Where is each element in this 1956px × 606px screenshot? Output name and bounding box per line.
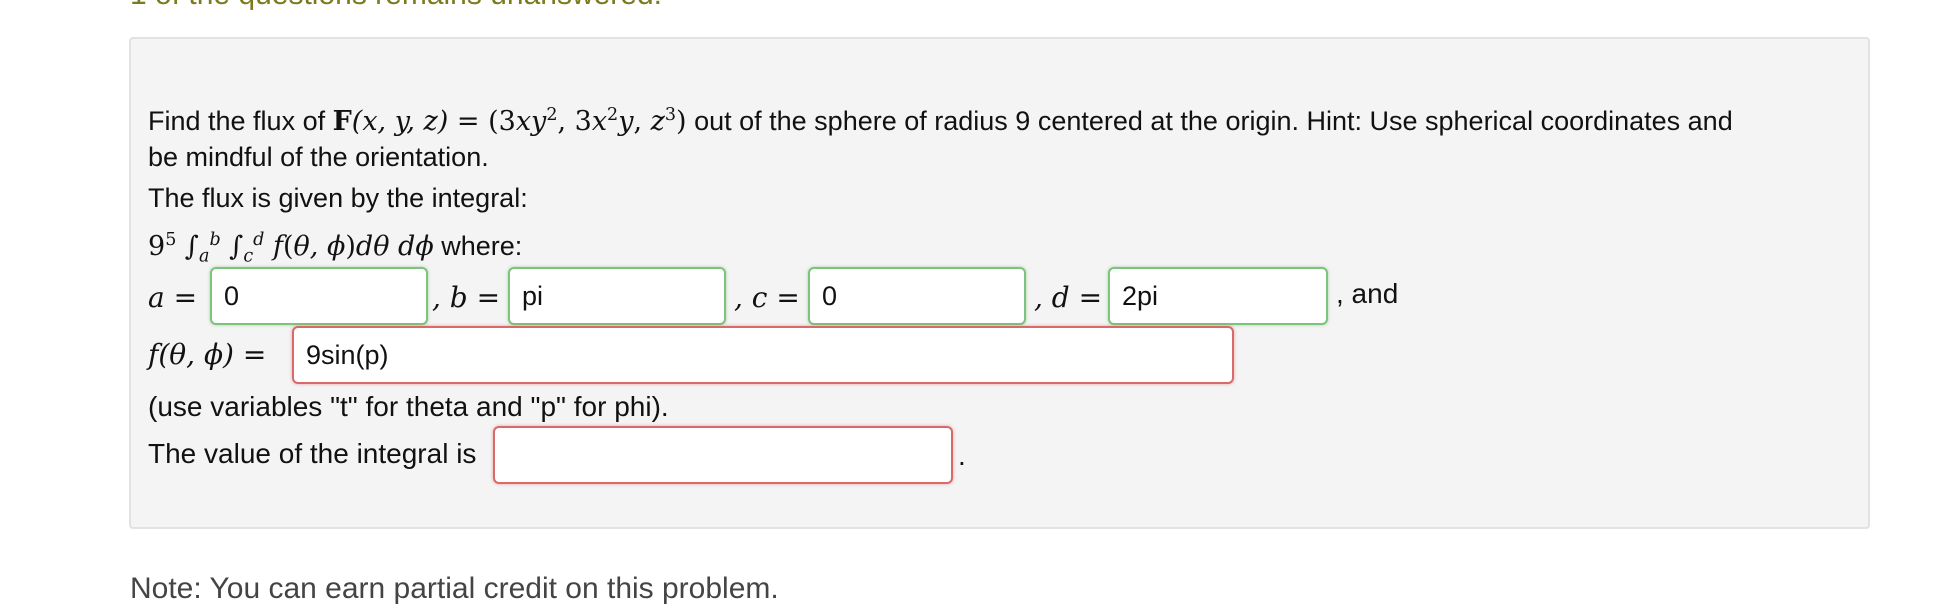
unanswered-notice: 1 of the questions remains unanswered. [130, 0, 662, 12]
label-d: , d = [1034, 281, 1103, 314]
label-c: , c = [734, 281, 800, 314]
input-a[interactable]: 0 [210, 267, 428, 325]
intro-line-2: be mindful of the orientation. [148, 142, 489, 172]
input-integral-value[interactable] [493, 426, 953, 484]
integral-where: where: [441, 231, 523, 261]
integral-intro: The flux is given by the integral: [148, 183, 528, 213]
vector-field-formula: F(x, y, z) = (3xy2, 3x2y, z3) [332, 105, 687, 137]
integral-expression: 95 ∫ab ∫cd f(θ, ϕ)dθ dϕ [148, 230, 434, 267]
intro-after: out of the sphere of radius 9 centered a… [694, 106, 1733, 136]
input-b[interactable]: pi [508, 267, 726, 325]
input-d[interactable]: 2pi [1108, 267, 1328, 325]
label-a: a = [148, 281, 198, 314]
and-text: , and [1336, 278, 1399, 309]
integral-value-label: The value of the integral is [148, 438, 477, 469]
input-f[interactable]: 9sin(p) [292, 326, 1234, 384]
label-f: f(θ, ϕ) = [148, 338, 267, 371]
partial-credit-note: Note: You can earn partial credit on thi… [130, 572, 779, 605]
intro-before: Find the flux of [148, 106, 326, 136]
problem-statement-line-1: Find the flux of F(x, y, z) = (3xy2, 3x2… [148, 97, 1733, 140]
label-b: , b = [432, 281, 501, 314]
integral-expression-line: 95 ∫ab ∫cd f(θ, ϕ)dθ dϕ where: [148, 222, 522, 274]
variables-hint: (use variables "t" for theta and "p" for… [148, 391, 669, 422]
input-c[interactable]: 0 [808, 267, 1026, 325]
period: . [958, 440, 966, 471]
